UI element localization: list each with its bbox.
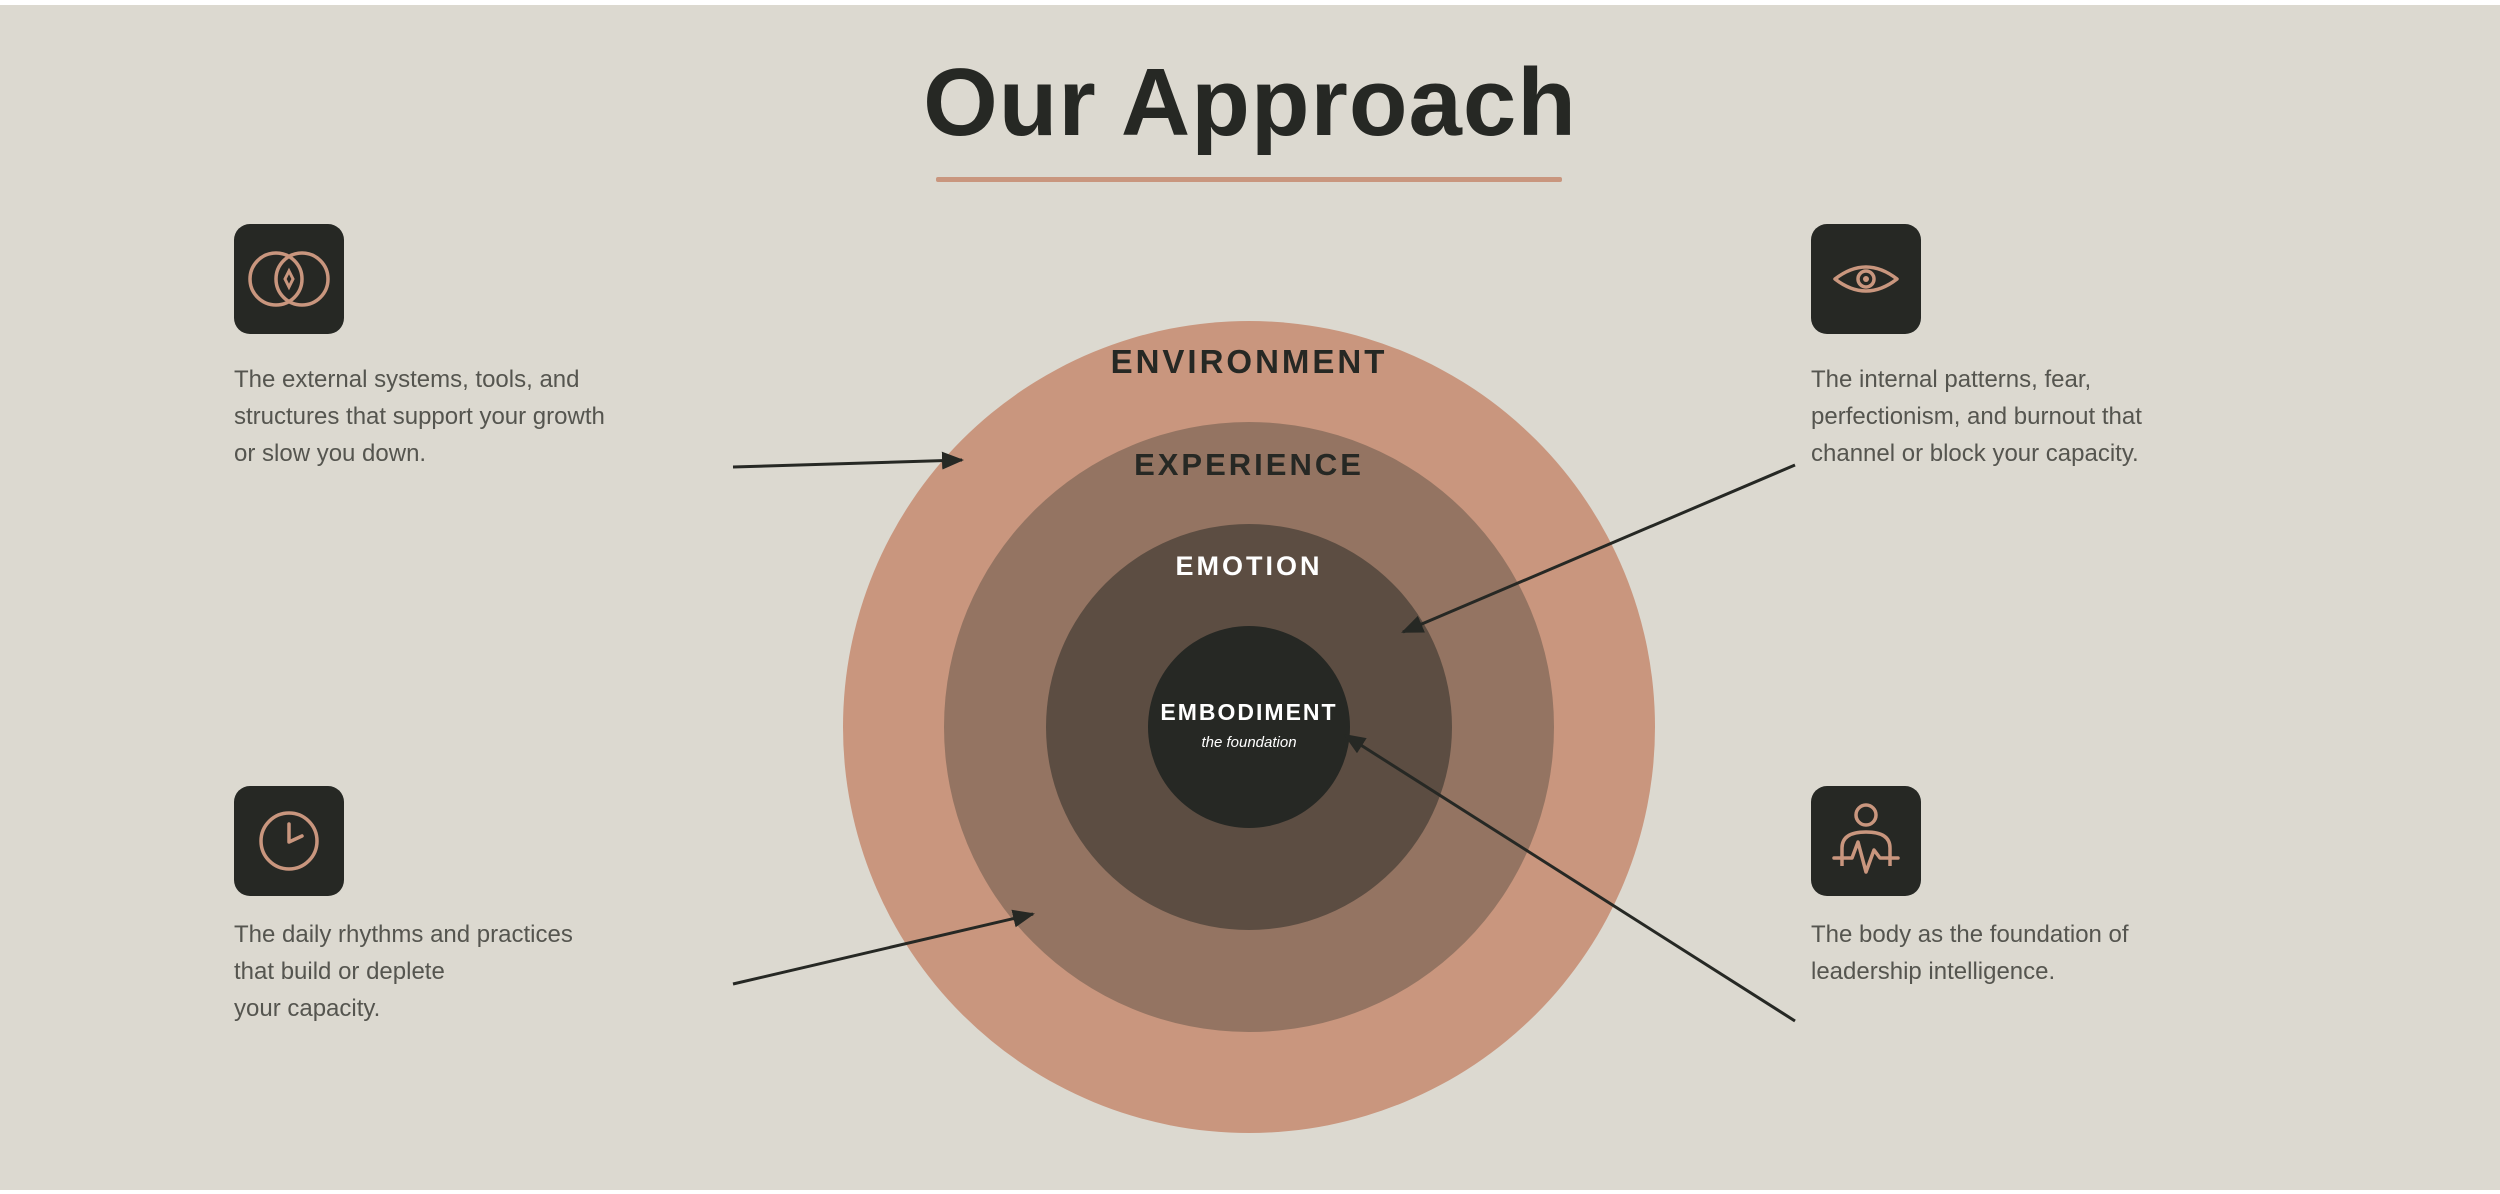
description-line: perfectionism, and burnout that	[1811, 403, 2142, 430]
experience-description: The daily rhythms and practices that bui…	[234, 916, 654, 1027]
description-line: The daily rhythms and practices	[234, 921, 573, 948]
emotion-description: The internal patterns, fear, perfectioni…	[1811, 361, 2231, 472]
concentric-circles-diagram: ENVIRONMENT EXPERIENCE EMOTION EMBODIMEN…	[732, 321, 1796, 1133]
environment-label: ENVIRONMENT	[1111, 343, 1388, 380]
description-line: or slow you down.	[234, 440, 427, 467]
arrow-to-embodiment	[1343, 733, 1796, 1023]
description-line: channel or block your capacity.	[1811, 440, 2139, 467]
eye-tile	[1811, 224, 1921, 334]
clock-tile	[234, 786, 344, 896]
arrow-to-environment	[732, 451, 964, 470]
description-line: structures that support your growth	[234, 403, 605, 430]
person-heartbeat-tile	[1811, 786, 1921, 896]
arrow-to-experience	[732, 909, 1035, 986]
description-line: that build or deplete	[234, 958, 445, 985]
overlapping-circles-tile	[234, 224, 344, 334]
clock-icon	[259, 811, 319, 871]
description-line: leadership intelligence.	[1811, 958, 2056, 985]
description-line: your capacity.	[234, 995, 381, 1022]
embodiment-description: The body as the foundation of leadership…	[1811, 916, 2231, 990]
emotion-label: EMOTION	[1176, 551, 1323, 581]
title-underline	[936, 177, 1562, 182]
eye-icon	[1833, 265, 1899, 293]
description-line: The internal patterns, fear,	[1811, 366, 2092, 393]
overlapping-circles-icon	[248, 251, 330, 307]
person-heartbeat-icon	[1832, 803, 1900, 874]
environment-description: The external systems, tools, and structu…	[234, 361, 654, 472]
description-line: The body as the foundation of	[1811, 921, 2129, 948]
page-title: Our Approach	[923, 49, 1577, 156]
experience-label: EXPERIENCE	[1134, 447, 1364, 482]
embodiment-label: EMBODIMENT	[1160, 699, 1337, 725]
embodiment-sublabel: the foundation	[1201, 734, 1296, 751]
embodiment-core	[1148, 626, 1350, 828]
approach-panel: Our Approach ENVIRONMENT EXPERIENCE EMOT…	[0, 5, 2500, 1190]
arrow-to-emotion	[1401, 463, 1796, 634]
description-line: The external systems, tools, and	[234, 366, 580, 393]
